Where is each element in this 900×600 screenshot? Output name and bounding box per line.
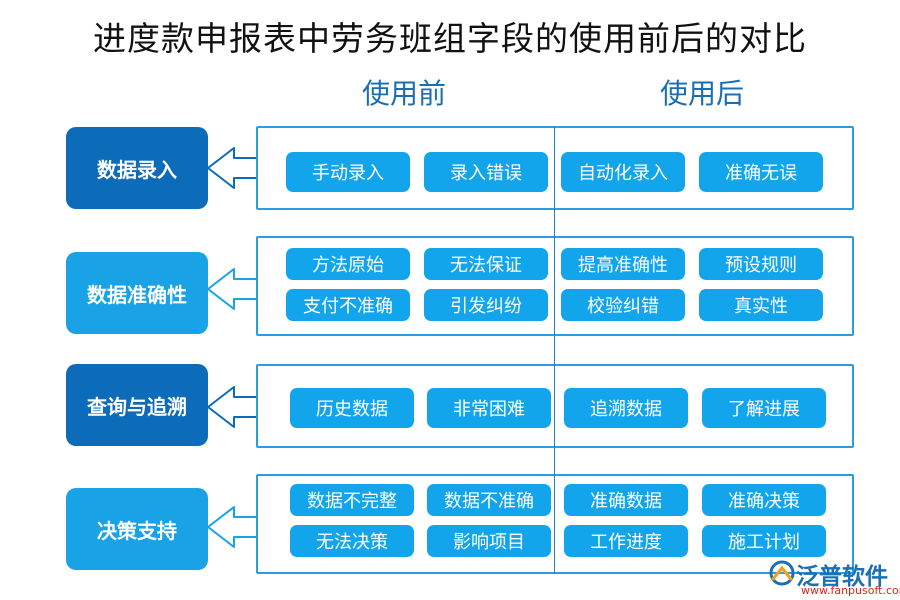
after-tag: 准确数据 [564,484,688,516]
logo-name: 泛普软件 [796,564,888,590]
category-query-trace: 查询与追溯 [66,364,208,446]
after-tag: 施工计划 [702,525,826,557]
after-tag: 准确无误 [699,152,823,192]
after-tag: 工作进度 [564,525,688,557]
after-tag: 追溯数据 [564,388,688,428]
category-data-entry: 数据录入 [66,127,208,209]
before-tag: 无法保证 [424,248,548,280]
after-tag: 校验纠错 [561,289,685,321]
before-tag: 数据不准确 [427,484,551,516]
before-tag: 引发纠纷 [424,289,548,321]
after-tag: 提高准确性 [561,248,685,280]
after-tag: 自动化录入 [561,152,685,192]
before-tag: 方法原始 [286,248,410,280]
before-tag: 数据不完整 [290,484,414,516]
before-tag: 历史数据 [290,388,414,428]
before-tag: 非常困难 [427,388,551,428]
logo-url: www.fanpusoft.com [801,584,900,597]
before-tag: 录入错误 [424,152,548,192]
category-data-accuracy: 数据准确性 [66,252,208,334]
brand-logo: 泛普软件 www.fanpusoft.com [768,555,900,599]
before-tag: 手动录入 [286,152,410,192]
before-tag: 支付不准确 [286,289,410,321]
diagram-title: 进度款申报表中劳务班组字段的使用前后的对比 [93,19,807,58]
after-tag: 准确决策 [702,484,826,516]
before-tag: 无法决策 [290,525,414,557]
after-tag: 真实性 [699,289,823,321]
column-heading-after: 使用后 [660,77,745,110]
after-tag: 预设规则 [699,248,823,280]
before-tag: 影响项目 [427,525,551,557]
column-heading-before: 使用前 [362,77,447,110]
logo-icon [769,560,795,586]
before-after-divider [554,126,555,574]
after-tag: 了解进展 [702,388,826,428]
category-decision-support: 决策支持 [66,488,208,570]
